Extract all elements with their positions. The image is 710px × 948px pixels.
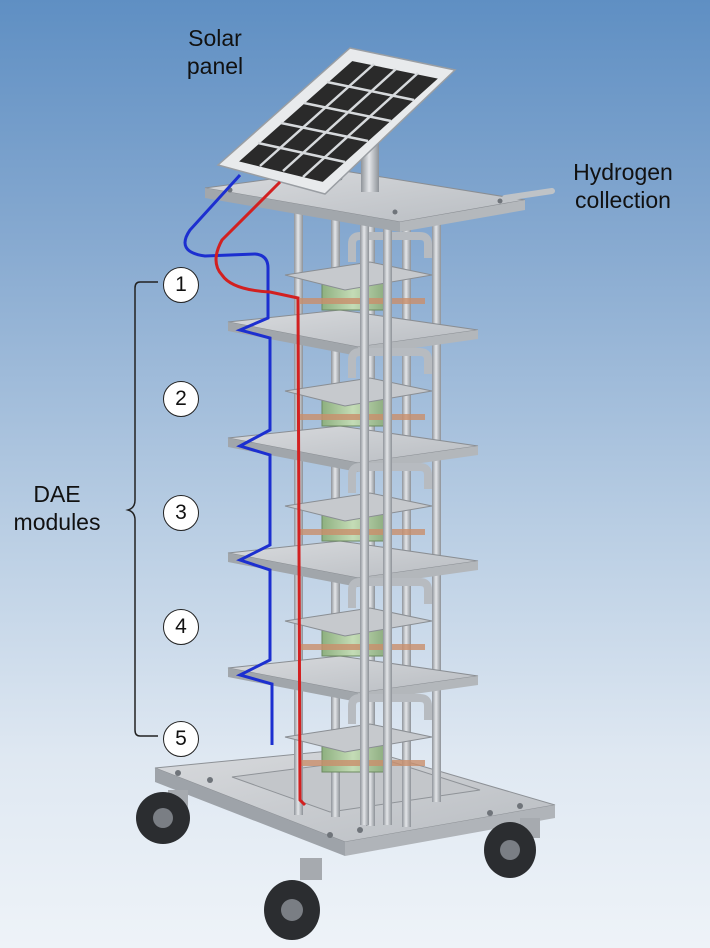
positive-wire xyxy=(214,180,307,807)
module-number-3: 3 xyxy=(163,495,199,531)
module-number-1: 1 xyxy=(163,267,199,303)
dae-modules-bracket xyxy=(125,281,158,737)
module-number-5: 5 xyxy=(163,721,199,757)
dae-label-line1: DAE xyxy=(33,481,81,507)
caster-wheel-front-left xyxy=(136,790,190,844)
hydrogen-label-line1: Hydrogen xyxy=(573,159,673,185)
dae-label-line2: modules xyxy=(13,509,101,535)
hydrogen-collection-label: Hydrogen collection xyxy=(548,158,698,214)
module-number-4: 4 xyxy=(163,609,199,645)
cart-base xyxy=(154,747,556,856)
caster-wheel-right xyxy=(484,818,540,878)
solar-panel-label: Solar panel xyxy=(170,24,260,80)
solar-panel xyxy=(216,47,457,195)
module-number-2: 2 xyxy=(163,381,199,417)
support-rods-front xyxy=(360,225,392,825)
dae-modules-label: DAE modules xyxy=(4,480,110,536)
negative-wire xyxy=(183,173,274,745)
solar-panel-label-line1: Solar xyxy=(188,25,242,51)
hydrogen-outlet-tube xyxy=(502,188,555,201)
solar-panel-label-line2: panel xyxy=(186,53,244,79)
hydrogen-label-line2: collection xyxy=(575,187,671,213)
caster-wheel-front xyxy=(264,858,322,940)
